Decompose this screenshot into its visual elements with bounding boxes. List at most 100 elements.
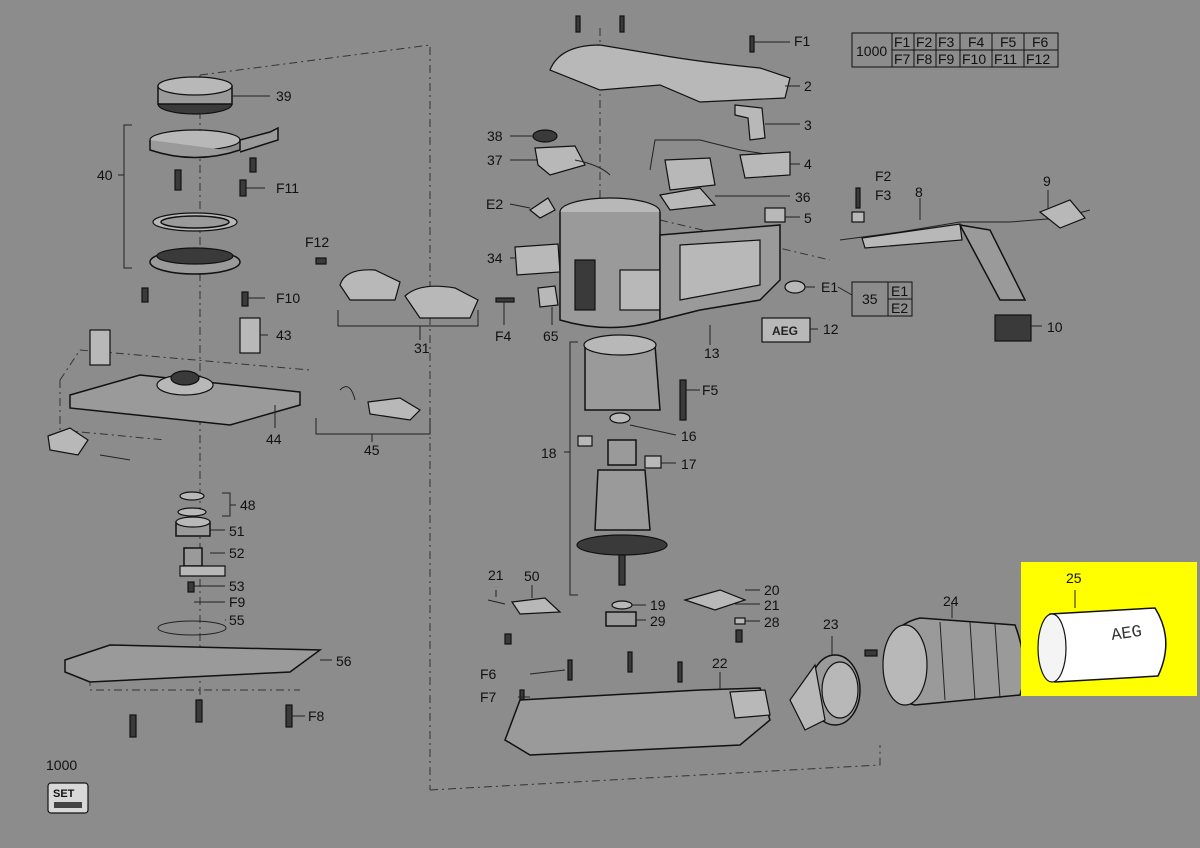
fastener-cell: F3	[938, 34, 955, 50]
fastener-cell: F9	[938, 51, 955, 67]
callout-F5: F5	[702, 382, 719, 398]
fastener-cell: F4	[968, 34, 985, 50]
fastener-cell: F1	[894, 34, 911, 50]
fastener-cell: F12	[1026, 51, 1050, 67]
part-8-9-10-cord	[839, 187, 1091, 342]
part-56-sanding-pad	[64, 644, 332, 738]
fastener-cell: F10	[962, 51, 986, 67]
callout-53: 53	[229, 578, 245, 594]
callout-F1: F1	[794, 33, 811, 49]
callout-18: 18	[541, 445, 557, 461]
callout-50: 50	[524, 568, 540, 584]
fastener-table-set-no: 1000	[856, 43, 887, 59]
part-20-21-28	[682, 589, 760, 643]
part-34-label	[510, 243, 561, 276]
part-39-dial	[157, 76, 270, 115]
aeg-bag-text: AEG	[1110, 623, 1143, 646]
callout-40: 40	[97, 167, 113, 183]
part-45-clamp	[315, 386, 431, 442]
callout-45: 45	[364, 442, 380, 458]
callout-28: 28	[764, 614, 780, 630]
callout-48: 48	[240, 497, 256, 513]
callout-51: 51	[229, 523, 245, 539]
part-43-pads	[89, 317, 268, 366]
e-table-cell: E2	[891, 300, 908, 316]
callout-1000: 1000	[46, 757, 77, 773]
callout-21: 21	[764, 597, 780, 613]
callout-F12: F12	[305, 234, 329, 250]
callout-37: 37	[487, 152, 503, 168]
part-4-cable	[649, 139, 800, 179]
callout-F7: F7	[480, 689, 497, 705]
part-50-21	[487, 585, 562, 645]
callout-34: 34	[487, 250, 503, 266]
callout-52: 52	[229, 545, 245, 561]
fastener-cell: F7	[894, 51, 911, 67]
callout-F6: F6	[480, 666, 497, 682]
part-12-badge: AEG	[761, 317, 818, 343]
fastener-cell: F11	[994, 51, 1017, 67]
callout-56: 56	[336, 653, 352, 669]
e-table-cell: E1	[891, 283, 908, 299]
callout-25: 25	[1066, 570, 1082, 586]
callout-44: 44	[266, 431, 282, 447]
callout-10: 10	[1047, 319, 1063, 335]
callout-4: 4	[804, 156, 812, 172]
callout-55: 55	[229, 612, 245, 628]
part-3-bracket	[734, 104, 800, 141]
callout-38: 38	[487, 128, 503, 144]
callout-9: 9	[1043, 173, 1051, 189]
part-22-base	[504, 651, 771, 756]
callout-5: 5	[804, 210, 812, 226]
part-40-assembly	[118, 124, 279, 275]
part-44-base-plate	[47, 370, 301, 461]
assembly-guide-lines	[59, 28, 881, 791]
callout-F4: F4	[495, 328, 512, 344]
part-E1-ring	[784, 280, 815, 294]
callout-21: 21	[488, 567, 504, 583]
callout-19: 19	[650, 597, 666, 613]
callout-3: 3	[804, 117, 812, 133]
callout-12: 12	[823, 321, 839, 337]
part-65-clip	[537, 285, 559, 325]
callout-E2: E2	[486, 196, 503, 212]
callout-F8: F8	[308, 708, 325, 724]
fastener-table: 1000 F1 F2 F3 F4 F5 F6 F7 F8 F9 F10 F11 …	[851, 32, 1059, 68]
part-24-dust-canister	[864, 603, 1025, 706]
e-table: 35 E1 E2	[837, 281, 913, 317]
callout-F3: F3	[875, 187, 892, 203]
callout-F10: F10	[276, 290, 300, 306]
part-25-highlight: AEG	[1021, 562, 1197, 696]
part-5-terminal	[764, 207, 800, 223]
callout-F9: F9	[229, 594, 246, 610]
set-icon: SET	[47, 782, 89, 814]
fastener-cell: F5	[1000, 34, 1017, 50]
callout-65: 65	[543, 328, 559, 344]
part-31-handle	[315, 257, 479, 340]
callout-31: 31	[414, 340, 430, 356]
part-48-55-stack	[157, 491, 236, 636]
callout-labels: 39 40 F11 38 37 E2 34 F12 F10 43 31 F4 6…	[46, 33, 1082, 773]
callout-29: 29	[650, 613, 666, 629]
callout-2: 2	[804, 78, 812, 94]
callout-43: 43	[276, 327, 292, 343]
callout-F11: F11	[276, 180, 299, 196]
callout-F2: F2	[875, 168, 892, 184]
part-F4-screw	[495, 297, 515, 325]
callout-8: 8	[915, 184, 923, 200]
set-icon-text: SET	[53, 788, 75, 800]
fastener-cell: F6	[1032, 34, 1049, 50]
callout-16: 16	[681, 428, 697, 444]
callout-36: 36	[795, 189, 811, 205]
callout-39: 39	[276, 88, 292, 104]
callout-24: 24	[943, 593, 959, 609]
part-2-top-cover	[549, 15, 800, 103]
callout-13: 13	[704, 345, 720, 361]
part-F10-screws	[141, 287, 265, 307]
part-E2-clip	[509, 197, 556, 219]
fastener-cell: F2	[916, 34, 933, 50]
part-18-motor	[564, 334, 700, 596]
part-23-nozzle	[789, 636, 861, 731]
callout-17: 17	[681, 456, 697, 472]
